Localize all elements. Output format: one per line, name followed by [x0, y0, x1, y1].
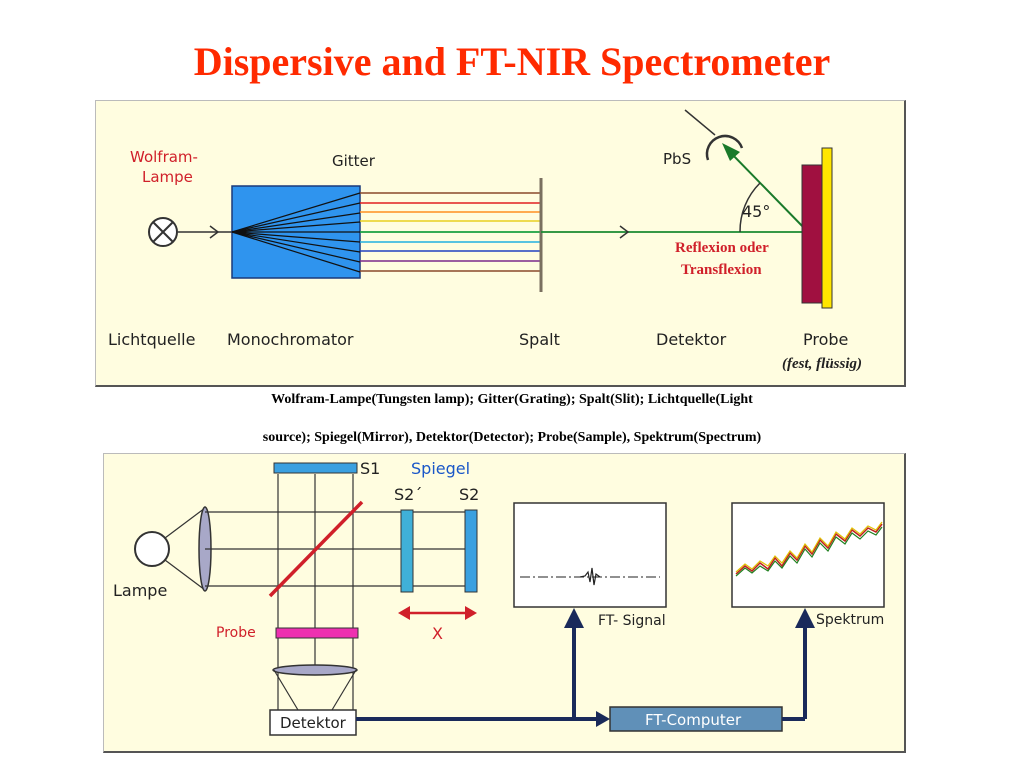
caption-line1: Wolfram-Lampe(Tungsten lamp); Gitter(Gra… [271, 392, 753, 407]
lamp-label: Lampe [113, 581, 168, 600]
caption-line2: source); Spiegel(Mirror), Detektor(Detec… [262, 430, 762, 445]
label-monochromator: Monochromator [227, 330, 354, 349]
dispersive-diagram-panel [95, 100, 906, 387]
ft-signal-plot [513, 502, 667, 608]
mirror-s2-prime [400, 509, 414, 593]
angle-label: 45° [742, 202, 771, 221]
probe-sample [275, 627, 359, 639]
ft-computer-box [609, 706, 783, 732]
sample-holder [801, 164, 823, 304]
reflection-label-line2: Transflexion [681, 262, 762, 278]
label-detektor: Detektor [656, 330, 727, 349]
lamp-icon [148, 217, 178, 247]
detector-label: Detektor [280, 714, 346, 732]
label-spalt: Spalt [519, 330, 560, 349]
reflection-label-line1: Reflexion oder [675, 240, 769, 256]
ft-diagram-panel [103, 453, 906, 753]
probe-note: (fest, flüssig) [782, 356, 862, 372]
mirror-s1 [273, 462, 358, 474]
s2-prime-label: S2´ [394, 485, 423, 504]
mirror-s2 [464, 509, 478, 593]
pbs-label: PbS [663, 150, 692, 168]
lamp-label-line2: Lampe [142, 168, 193, 186]
lamp-icon-ft [134, 531, 170, 567]
mirror-label: Spiegel [411, 459, 471, 478]
detector-box [269, 709, 357, 736]
label-lichtquelle: Lichtquelle [108, 330, 196, 349]
computer-label: FT-Computer [645, 711, 742, 729]
grating-label: Gitter [332, 152, 375, 170]
s2-label: S2 [459, 485, 480, 504]
spectrum-plot [731, 502, 885, 608]
lamp-label-line1: Wolfram- [130, 148, 198, 166]
signal-label: FT- Signal [598, 613, 666, 629]
label-probe: Probe [803, 330, 849, 349]
page-title: Dispersive and FT-NIR Spectrometer [193, 39, 831, 84]
s1-label: S1 [360, 459, 381, 478]
x-label: X [432, 624, 443, 643]
spectrum-label: Spektrum [816, 612, 885, 628]
beam-splitter [268, 500, 364, 598]
probe-label: Probe [216, 625, 256, 641]
